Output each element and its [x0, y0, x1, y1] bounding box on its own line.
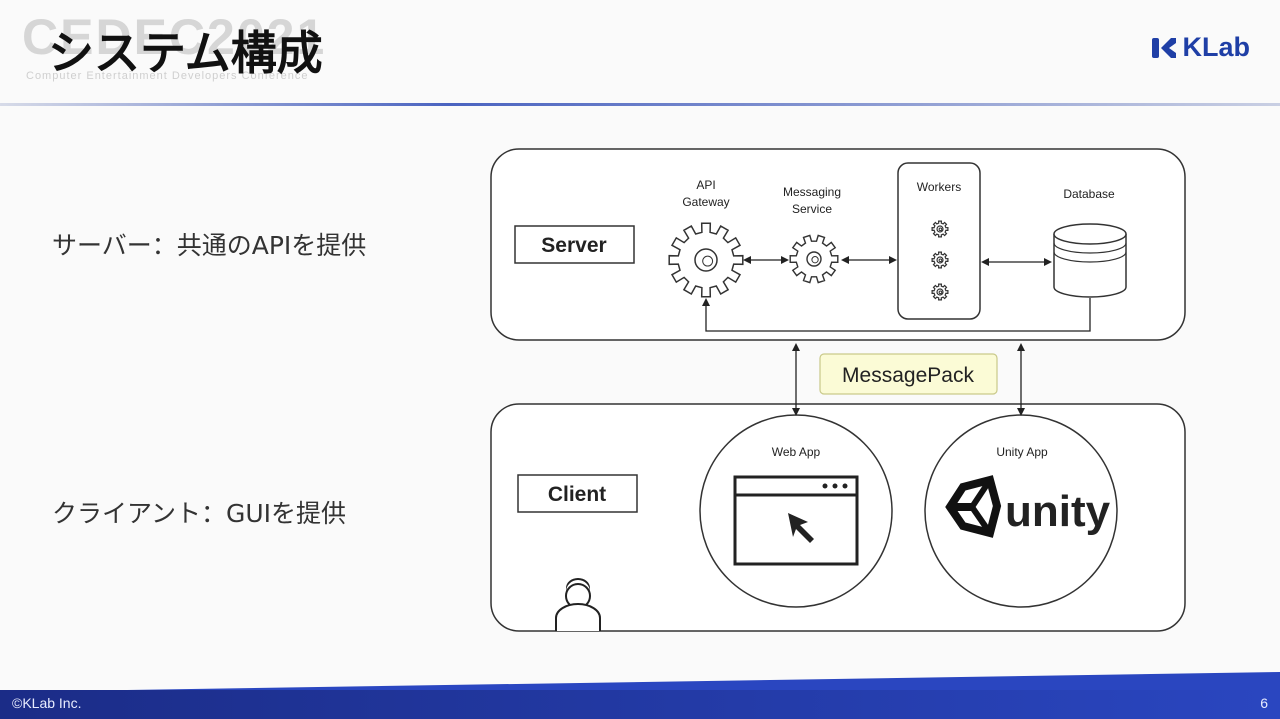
server-description: サーバー：共通のAPIを提供: [52, 231, 367, 260]
messagepack-box: [819, 353, 998, 395]
messaging-service-label-line2: Service: [792, 202, 832, 216]
copyright-text: ©KLab Inc.: [12, 695, 82, 711]
client-label-box: [517, 474, 638, 513]
user-person-icon: [555, 578, 601, 631]
client-label: Client: [548, 483, 606, 506]
klab-logo-text: KLab: [1182, 32, 1251, 62]
api-gateway-label-line1: API: [696, 178, 715, 192]
slide-title: システム構成: [48, 26, 323, 80]
server-container: [490, 148, 1186, 341]
worker-gear-icon-3: [931, 283, 949, 301]
page-number: 6: [1260, 695, 1268, 711]
unity-wordmark: unity: [1005, 487, 1111, 536]
server-label: Server: [541, 234, 606, 257]
conference-watermark-subtitle: Computer Entertainment Developers Confer…: [26, 70, 309, 82]
unity-logo-icon: [945, 475, 1002, 538]
api-gateway-gear-icon: [668, 222, 744, 298]
database-label: Database: [1063, 187, 1115, 201]
footer-wedge: [0, 672, 1280, 692]
workers-label: Workers: [917, 180, 961, 194]
messaging-service-label-line1: Messaging: [783, 185, 841, 199]
arrow-database-gateway: [702, 298, 1091, 332]
cursor-arrow-icon: [788, 513, 814, 543]
worker-gear-icon-2: [931, 251, 949, 269]
title-divider: [0, 103, 1280, 106]
footer-bar: [0, 690, 1280, 719]
messagepack-label: MessagePack: [842, 364, 974, 387]
unity-app-label: Unity App: [996, 445, 1048, 459]
messaging-service-gear-icon: [789, 234, 839, 284]
web-app-label: Web App: [772, 445, 821, 459]
workers-box: [897, 162, 981, 320]
client-description: クライアント：GUIを提供: [52, 499, 347, 528]
conference-watermark: CEDEC2021: [22, 9, 327, 65]
klab-logo-icon: [1151, 37, 1176, 58]
api-gateway-label-line2: Gateway: [682, 195, 729, 209]
database-cylinder-icon: [1053, 223, 1127, 298]
server-label-box: [514, 225, 635, 264]
klab-logo: KLab: [1151, 32, 1251, 63]
worker-gear-icon-1: [931, 220, 949, 238]
